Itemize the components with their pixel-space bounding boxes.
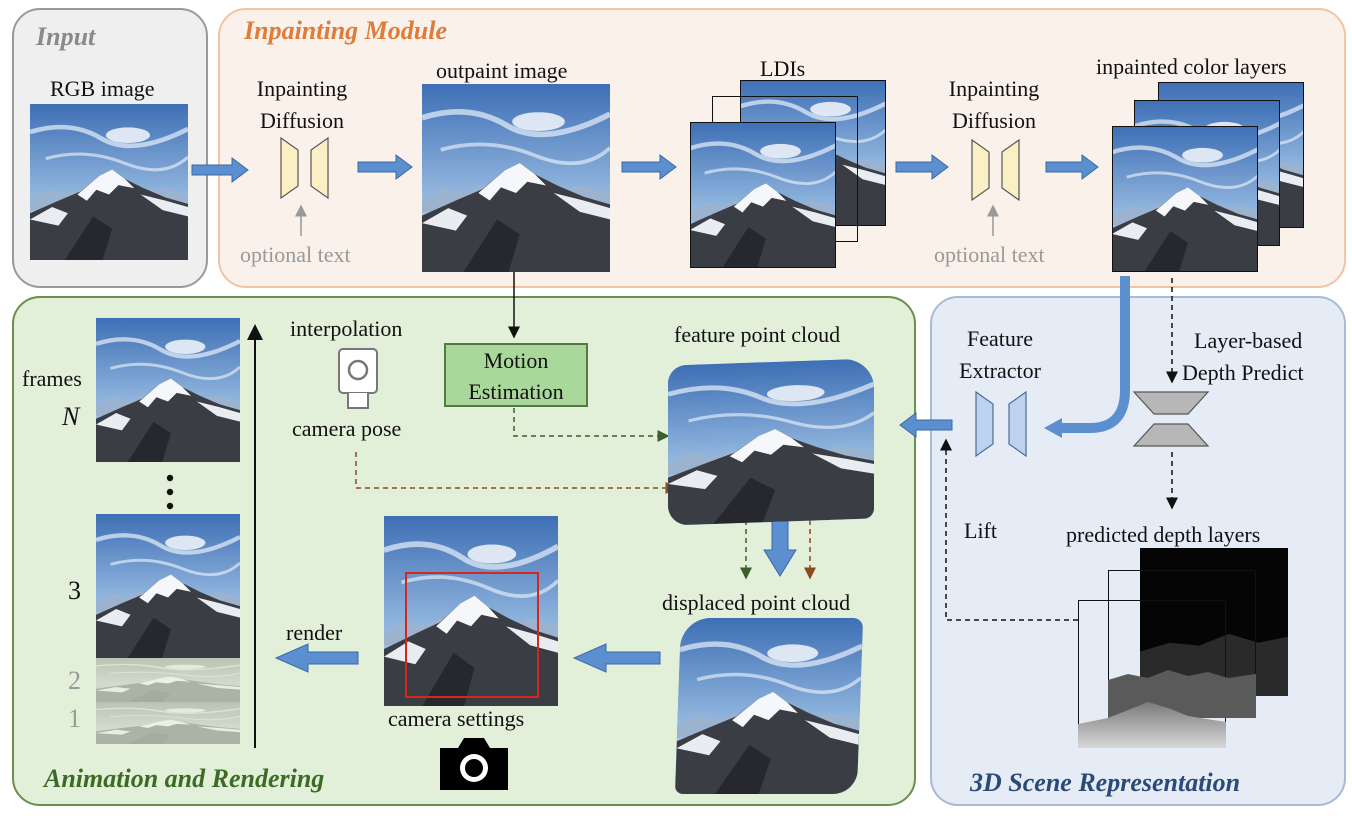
camera-pose-label: camera pose: [292, 416, 402, 441]
inpainting-module-title: Inpainting Module: [244, 16, 448, 45]
outpaint-image-label: outpaint image: [436, 58, 568, 83]
rgb-image-label: RGB image: [50, 76, 155, 101]
lift-label: Lift: [964, 518, 997, 543]
layer-based-line2: Depth Predict: [1182, 360, 1304, 385]
outpaint-image: [422, 84, 610, 272]
optional-text-1: optional text: [240, 242, 351, 267]
motion-estimation-box: [444, 343, 588, 407]
frame-3-image: [96, 514, 240, 658]
input-title: Input: [36, 22, 96, 51]
optional-text-2: optional text: [934, 242, 1045, 267]
displaced-point-cloud-image: [674, 618, 864, 794]
inpainting-diffusion-2-line2: Diffusion: [952, 108, 1036, 133]
layer-based-line1: Layer-based: [1194, 328, 1303, 353]
feature-point-cloud-image: [668, 358, 874, 526]
frame-n-label: N: [62, 402, 80, 431]
depth-layer-front-shape: [1078, 700, 1226, 748]
camera-settings-label: camera settings: [388, 706, 525, 731]
frame-1-image: [96, 702, 240, 744]
frame-2-label: 2: [68, 666, 81, 695]
frame-1-label: 1: [68, 704, 81, 733]
inpainting-diffusion-1-line1: Inpainting: [256, 76, 348, 101]
rgb-image: [30, 104, 188, 260]
feature-extractor-line1: Feature: [967, 326, 1033, 351]
interpolation-label: interpolation: [290, 316, 403, 341]
camera-view-rectangle: [405, 572, 539, 698]
inpainting-diffusion-1-line2: Diffusion: [260, 108, 344, 133]
camera-icon: [436, 734, 512, 792]
frame-n-image: [96, 318, 240, 462]
inpainted-layer-front: [1112, 126, 1258, 272]
frame-2-image: [96, 658, 240, 702]
feature-extractor-line2: Extractor: [959, 358, 1041, 383]
inpainting-diffusion-2-line1: Inpainting: [948, 76, 1040, 101]
camera-pose-icon: [336, 346, 380, 412]
frame-3-label: 3: [68, 576, 81, 605]
inpainted-layer-front-frame: [1112, 126, 1258, 272]
depth-layer-back: [1140, 548, 1288, 696]
ldi-layer-front-frame: [690, 122, 836, 268]
frames-label: frames: [22, 366, 82, 391]
displaced-point-cloud-label: displaced point cloud: [662, 590, 851, 615]
3d-scene-title: 3D Scene Representation: [970, 768, 1241, 797]
render-label: render: [286, 620, 343, 645]
feature-point-cloud-label: feature point cloud: [674, 322, 841, 347]
motion-estimation-line2: Estimation: [468, 379, 564, 404]
ldis-label: LDIs: [760, 56, 806, 81]
camera-settings-image: [384, 516, 558, 706]
predicted-depth-layers-label: predicted depth layers: [1066, 522, 1261, 547]
motion-estimation-line1: Motion: [483, 348, 549, 373]
inpainted-color-layers-label: inpainted color layers: [1096, 54, 1287, 79]
animation-rendering-title: Animation and Rendering: [44, 764, 325, 793]
